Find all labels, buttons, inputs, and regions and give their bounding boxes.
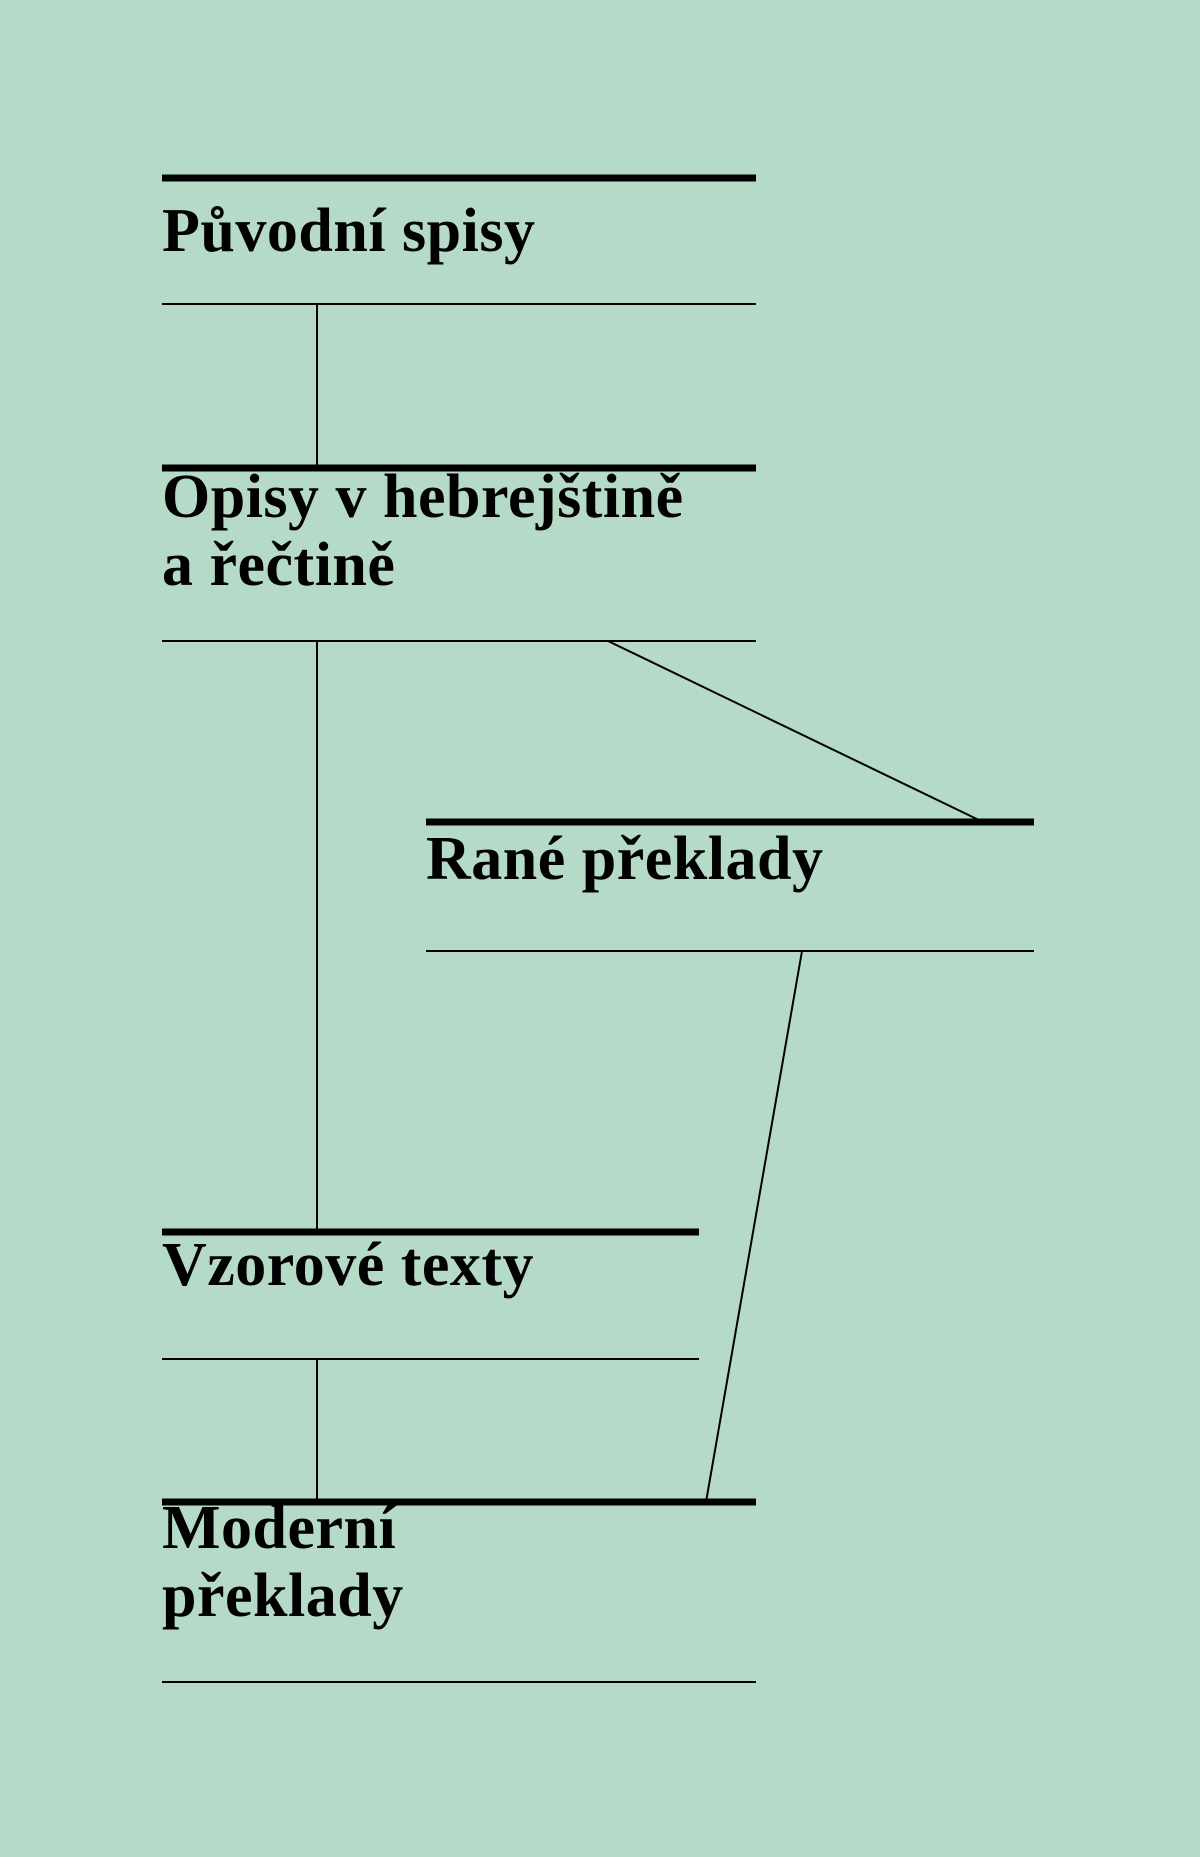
node-puvodni-label: Původní spisy: [162, 197, 536, 265]
node-vzorove-label: Vzorové texty: [162, 1231, 535, 1299]
node-moderni-label: Moderní překlady: [162, 1494, 404, 1630]
edge-opisy-rane: [607, 640, 984, 823]
node-opisy-label: Opisy v hebrejštině a řečtině: [162, 463, 684, 599]
node-rane-label: Rané překlady: [426, 825, 824, 893]
edge-rane-moderni: [705, 950, 803, 1503]
